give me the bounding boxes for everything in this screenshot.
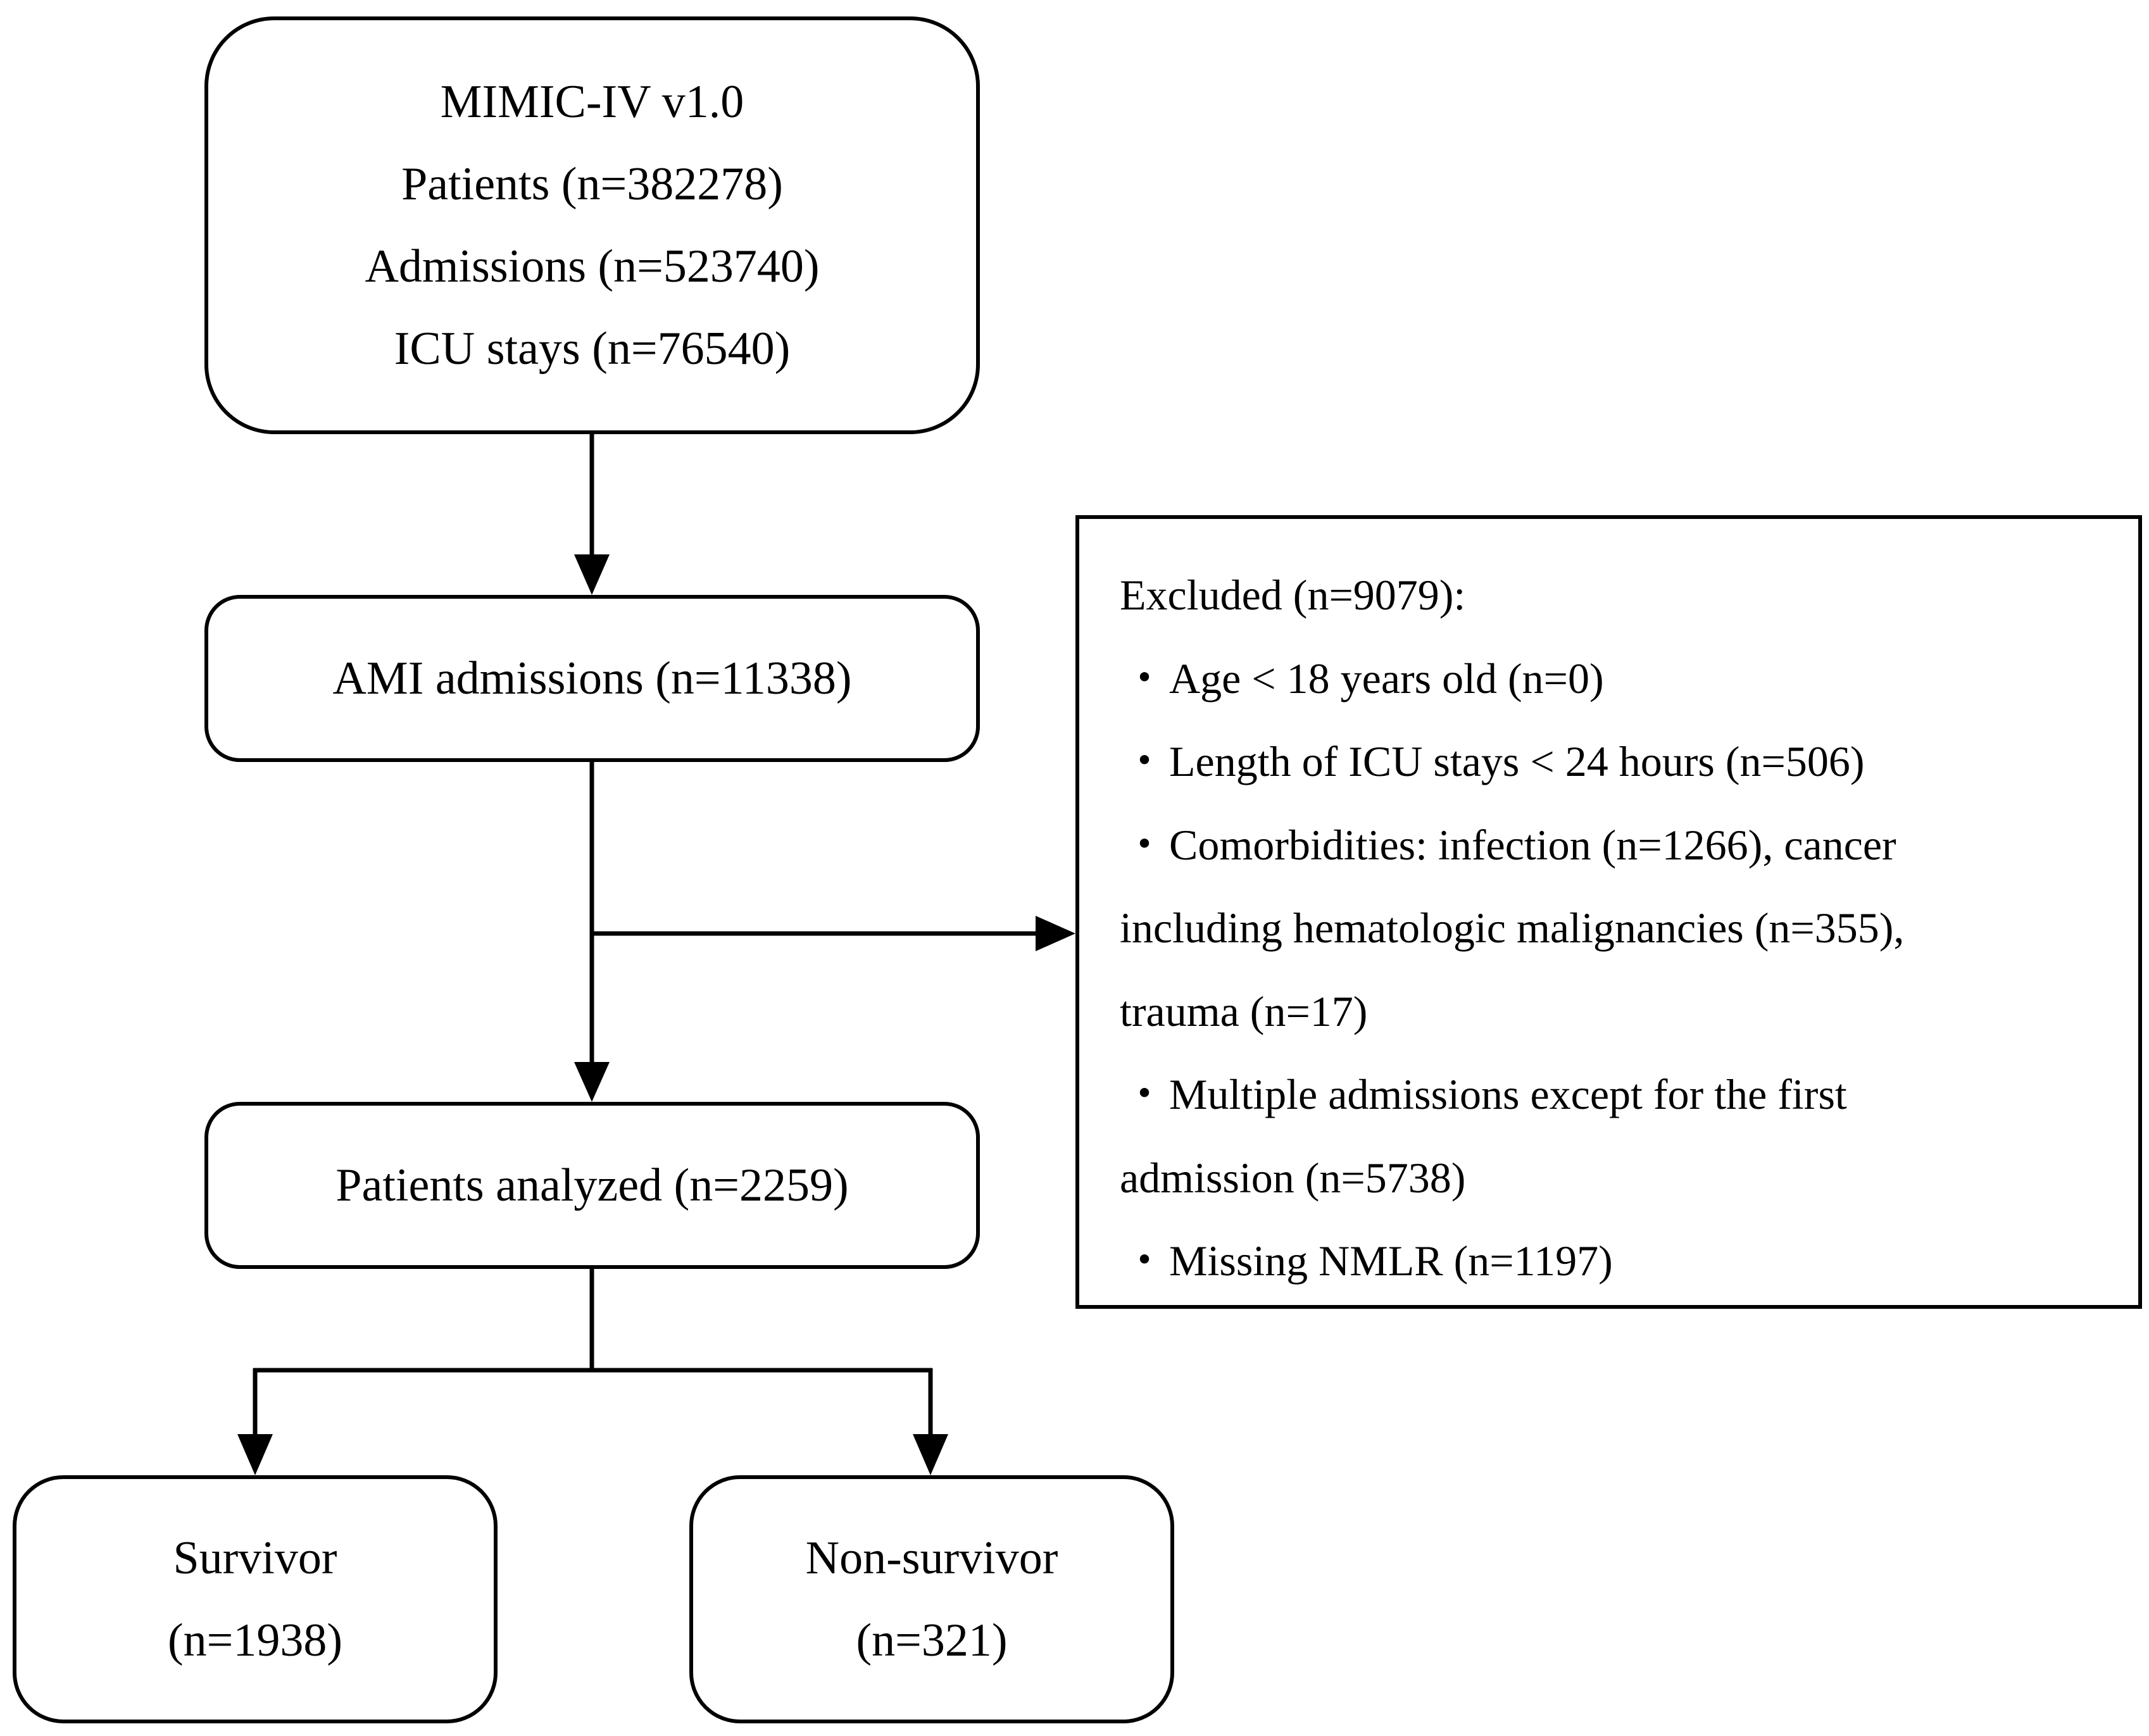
survivor-line-1: Survivor (173, 1532, 337, 1584)
excluded-text: Comorbidities: infection (n=1266), cance… (1169, 820, 1896, 869)
survivor-line-2: (n=1938) (167, 1614, 343, 1666)
bullet-icon: ・ (1122, 1237, 1166, 1285)
excluded-item: ・Comorbidities: infection (n=1266), canc… (1120, 804, 1896, 887)
source-line-4: ICU stays (n=76540) (394, 323, 791, 375)
arrowhead-nonsurvivor (913, 1434, 948, 1475)
nonsurvivor-line-2: (n=321) (856, 1614, 1008, 1666)
node-patients-analyzed: Patients analyzed (n=2259) (204, 1102, 980, 1269)
bullet-icon: ・ (1122, 654, 1166, 703)
bullet-icon: ・ (1122, 737, 1166, 785)
excluded-text: Missing NMLR (n=1197) (1169, 1237, 1613, 1285)
arrowhead-analyzed (574, 1062, 610, 1102)
bullet-icon: ・ (1122, 820, 1166, 869)
excluded-title: Excluded (n=9079): (1120, 571, 1466, 619)
analyzed-label: Patients analyzed (n=2259) (335, 1159, 849, 1211)
excluded-text: Age < 18 years old (n=0) (1169, 654, 1604, 703)
excluded-item: ・Missing NMLR (n=1197) (1120, 1220, 1613, 1303)
excluded-text: Multiple admissions except for the first (1169, 1070, 1847, 1118)
node-nonsurvivor: Non-survivor (n=321) (689, 1475, 1174, 1723)
nonsurvivor-line-1: Non-survivor (805, 1532, 1058, 1584)
excluded-item: ・Age < 18 years old (n=0) (1120, 637, 1604, 721)
node-survivor: Survivor (n=1938) (13, 1475, 498, 1723)
excluded-text: Length of ICU stays < 24 hours (n=506) (1169, 737, 1865, 785)
source-line-1: MIMIC-IV v1.0 (440, 76, 744, 128)
excluded-item: ・Multiple admissions except for the firs… (1120, 1053, 1847, 1137)
node-ami-admissions: AMI admissions (n=11338) (204, 595, 980, 762)
arrowhead-excluded (1036, 916, 1075, 951)
source-line-2: Patients (n=382278) (401, 158, 783, 210)
source-line-3: Admissions (n=523740) (365, 240, 820, 292)
excluded-continuation: including hematologic malignancies (n=35… (1120, 904, 1905, 952)
excluded-continuation: admission (n=5738) (1120, 1153, 1466, 1202)
node-source: MIMIC-IV v1.0 Patients (n=382278) Admiss… (204, 16, 980, 434)
excluded-item: ・Length of ICU stays < 24 hours (n=506) (1120, 720, 1864, 804)
ami-label: AMI admissions (n=11338) (332, 653, 852, 704)
excluded-continuation: trauma (n=17) (1120, 987, 1368, 1035)
arrowhead-survivor (237, 1434, 273, 1475)
arrowhead-ami (574, 554, 610, 595)
node-excluded: Excluded (n=9079): ・Age < 18 years old (… (1075, 515, 2142, 1309)
bullet-icon: ・ (1122, 1070, 1166, 1118)
